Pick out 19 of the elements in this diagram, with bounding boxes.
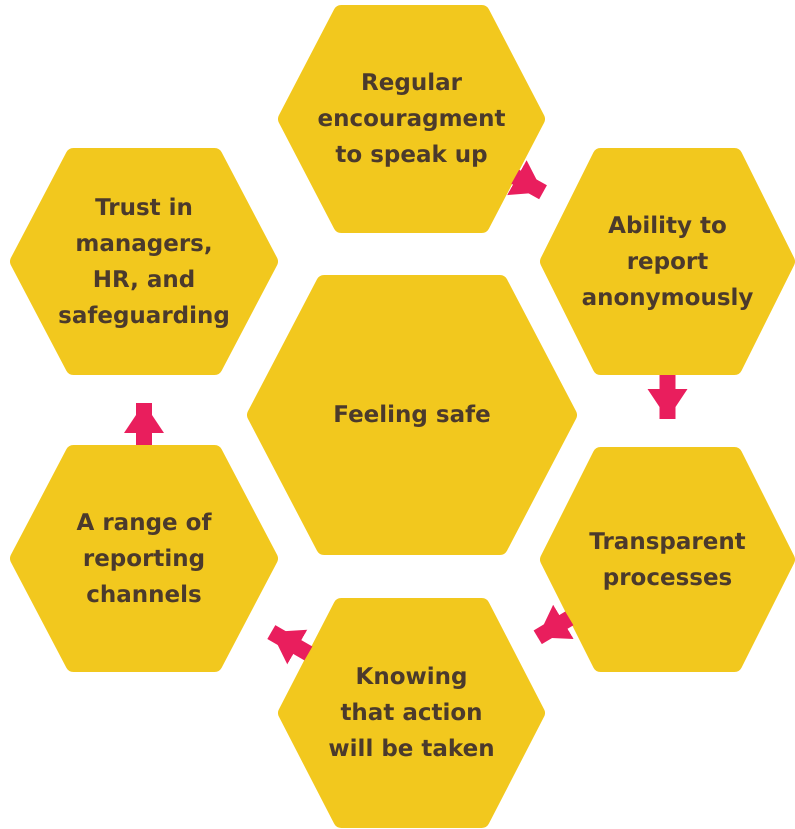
arrow <box>507 160 547 200</box>
hexagon-node <box>540 148 795 375</box>
arrow <box>648 375 688 419</box>
node-label: Ability to report anonymously <box>580 212 754 312</box>
node-label: Transparent processes <box>588 528 747 592</box>
hexagon-node <box>247 275 577 555</box>
hexagon-node <box>10 445 278 672</box>
node-label: Knowing that action will be taken <box>327 663 496 764</box>
node-label: Regular encouragment to speak up <box>316 69 507 170</box>
hexagon-node <box>540 447 795 672</box>
hexagon-node <box>10 148 278 375</box>
node-label: Feeling safe <box>332 401 492 430</box>
arrow <box>124 403 164 445</box>
node-label: A range of reporting channels <box>76 508 213 610</box>
node-label: Trust in managers, HR, and safeguarding <box>57 194 231 330</box>
arrow <box>267 625 312 664</box>
arrow <box>534 604 574 644</box>
hexagon-node <box>278 5 545 233</box>
hexagon-node <box>278 598 545 828</box>
